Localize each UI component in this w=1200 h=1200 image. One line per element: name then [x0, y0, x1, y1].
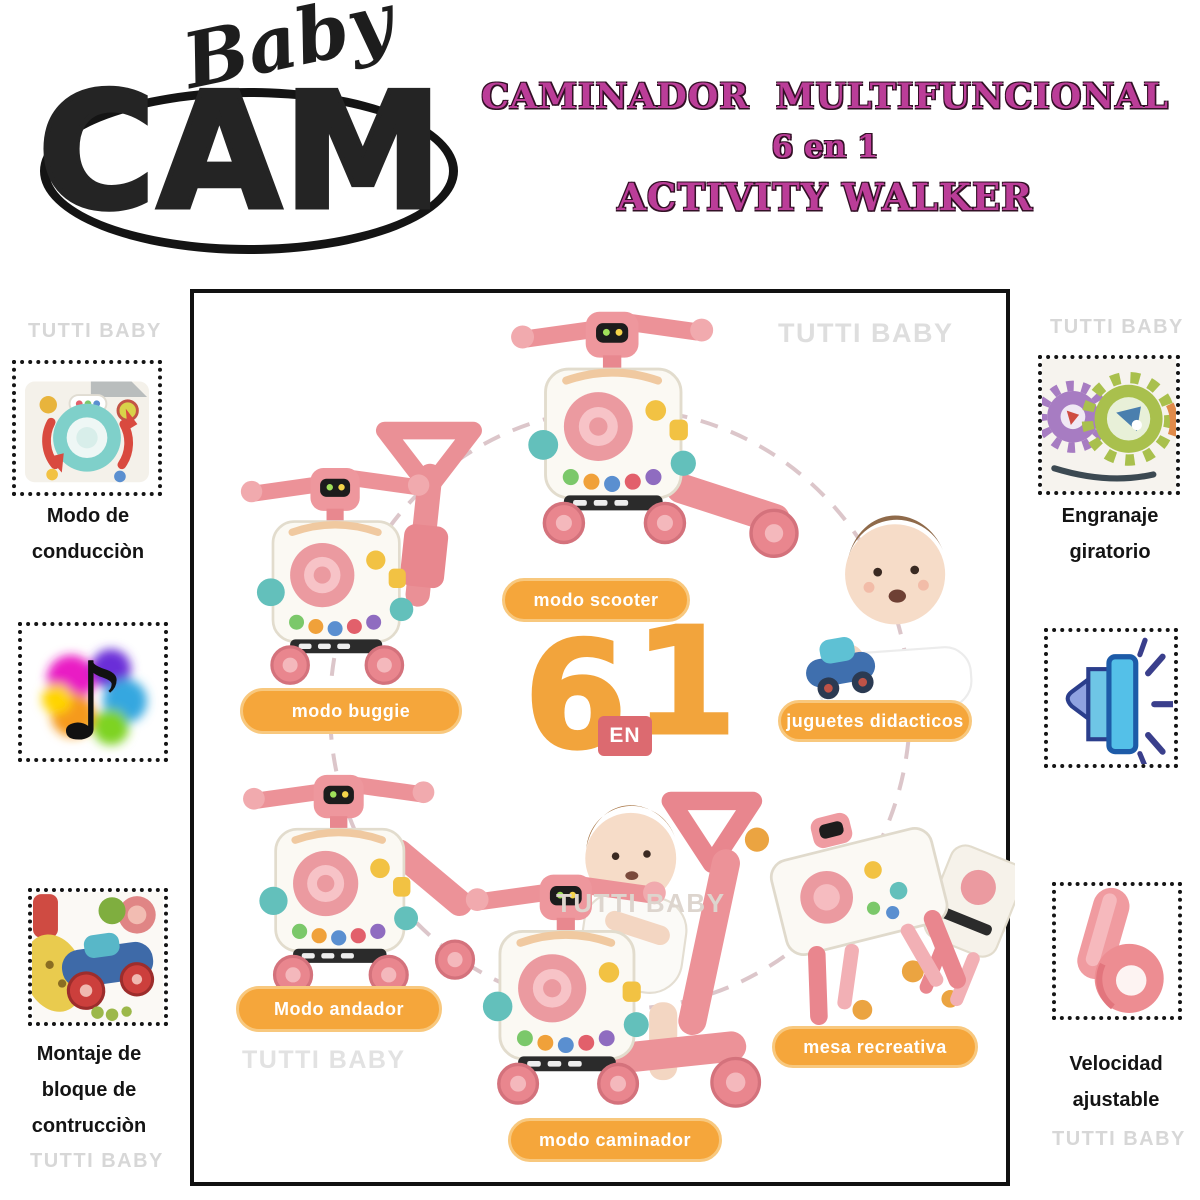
watermark: TUTTI BABY — [28, 320, 162, 342]
watermark: TUTTI BABY — [242, 1046, 406, 1074]
badge-en: EN — [598, 716, 652, 756]
pill-juguetes-didacticos: juguetes didacticos — [778, 700, 972, 742]
brand-logo: CAM Baby — [30, 0, 470, 254]
pill-modo-buggie: modo buggie — [240, 688, 462, 734]
feature-label-gears: Engranaje giratorio — [1061, 505, 1159, 563]
walker-andador-mode-image — [230, 772, 480, 1007]
feature-box-gears — [1038, 355, 1180, 495]
logo-main-text: CAM — [36, 58, 445, 245]
watermark: TUTTI BABY — [556, 888, 726, 918]
title-line-3: ACTIVITY WALKER — [617, 175, 1033, 219]
feature-box-sound — [1044, 628, 1178, 768]
speed-adjuster-icon — [1077, 887, 1164, 1013]
feature-label-speed: Velocidad ajustable — [1069, 1053, 1163, 1111]
pill-modo-andador: Modo andador — [236, 986, 442, 1032]
baby-holding-toy-car-image — [795, 505, 980, 710]
music-note-icon: ♪ — [42, 640, 147, 757]
watermark: TUTTI BABY — [778, 318, 954, 348]
pill-mesa-recreativa: mesa recreativa — [772, 1026, 978, 1068]
feature-label-driving-mode: Modo de conducciòn — [31, 505, 145, 563]
title-line-1: CAMINADOR MULTIFUNCIONAL — [481, 76, 1169, 117]
watermark: TUTTI BABY — [30, 1150, 164, 1172]
feature-box-music: ♪ — [18, 622, 168, 762]
product-title: CAMINADOR MULTIFUNCIONAL 6 en 1 ACTIVITY… — [460, 76, 1190, 219]
walker-buggy-mode-image — [228, 415, 493, 700]
feature-box-speed — [1052, 882, 1182, 1020]
title-line-2: 6 en 1 — [771, 129, 879, 165]
baby-riding-walker-image — [452, 788, 777, 1118]
pill-modo-caminador: modo caminador — [508, 1118, 722, 1162]
speaker-icon — [1065, 637, 1173, 764]
steering-wheel-toy-icon — [25, 381, 149, 483]
feature-label-blocks: Montaje de bloque de contrucciòn — [31, 1043, 147, 1137]
activity-table-mode-image — [735, 778, 1015, 1033]
toy-car-icon — [32, 892, 163, 1022]
pill-modo-scooter: modo scooter — [502, 578, 690, 622]
svg-text:♪: ♪ — [57, 640, 126, 757]
feature-box-driving-mode — [12, 360, 162, 496]
walker-scooter-mode-image — [495, 300, 805, 576]
rotating-gears-icon — [1042, 359, 1176, 491]
watermark: TUTTI BABY — [1050, 316, 1184, 338]
logo-ellipse-outline — [40, 88, 458, 254]
watermark: TUTTI BABY — [1052, 1128, 1186, 1150]
feature-box-blocks — [28, 888, 168, 1026]
